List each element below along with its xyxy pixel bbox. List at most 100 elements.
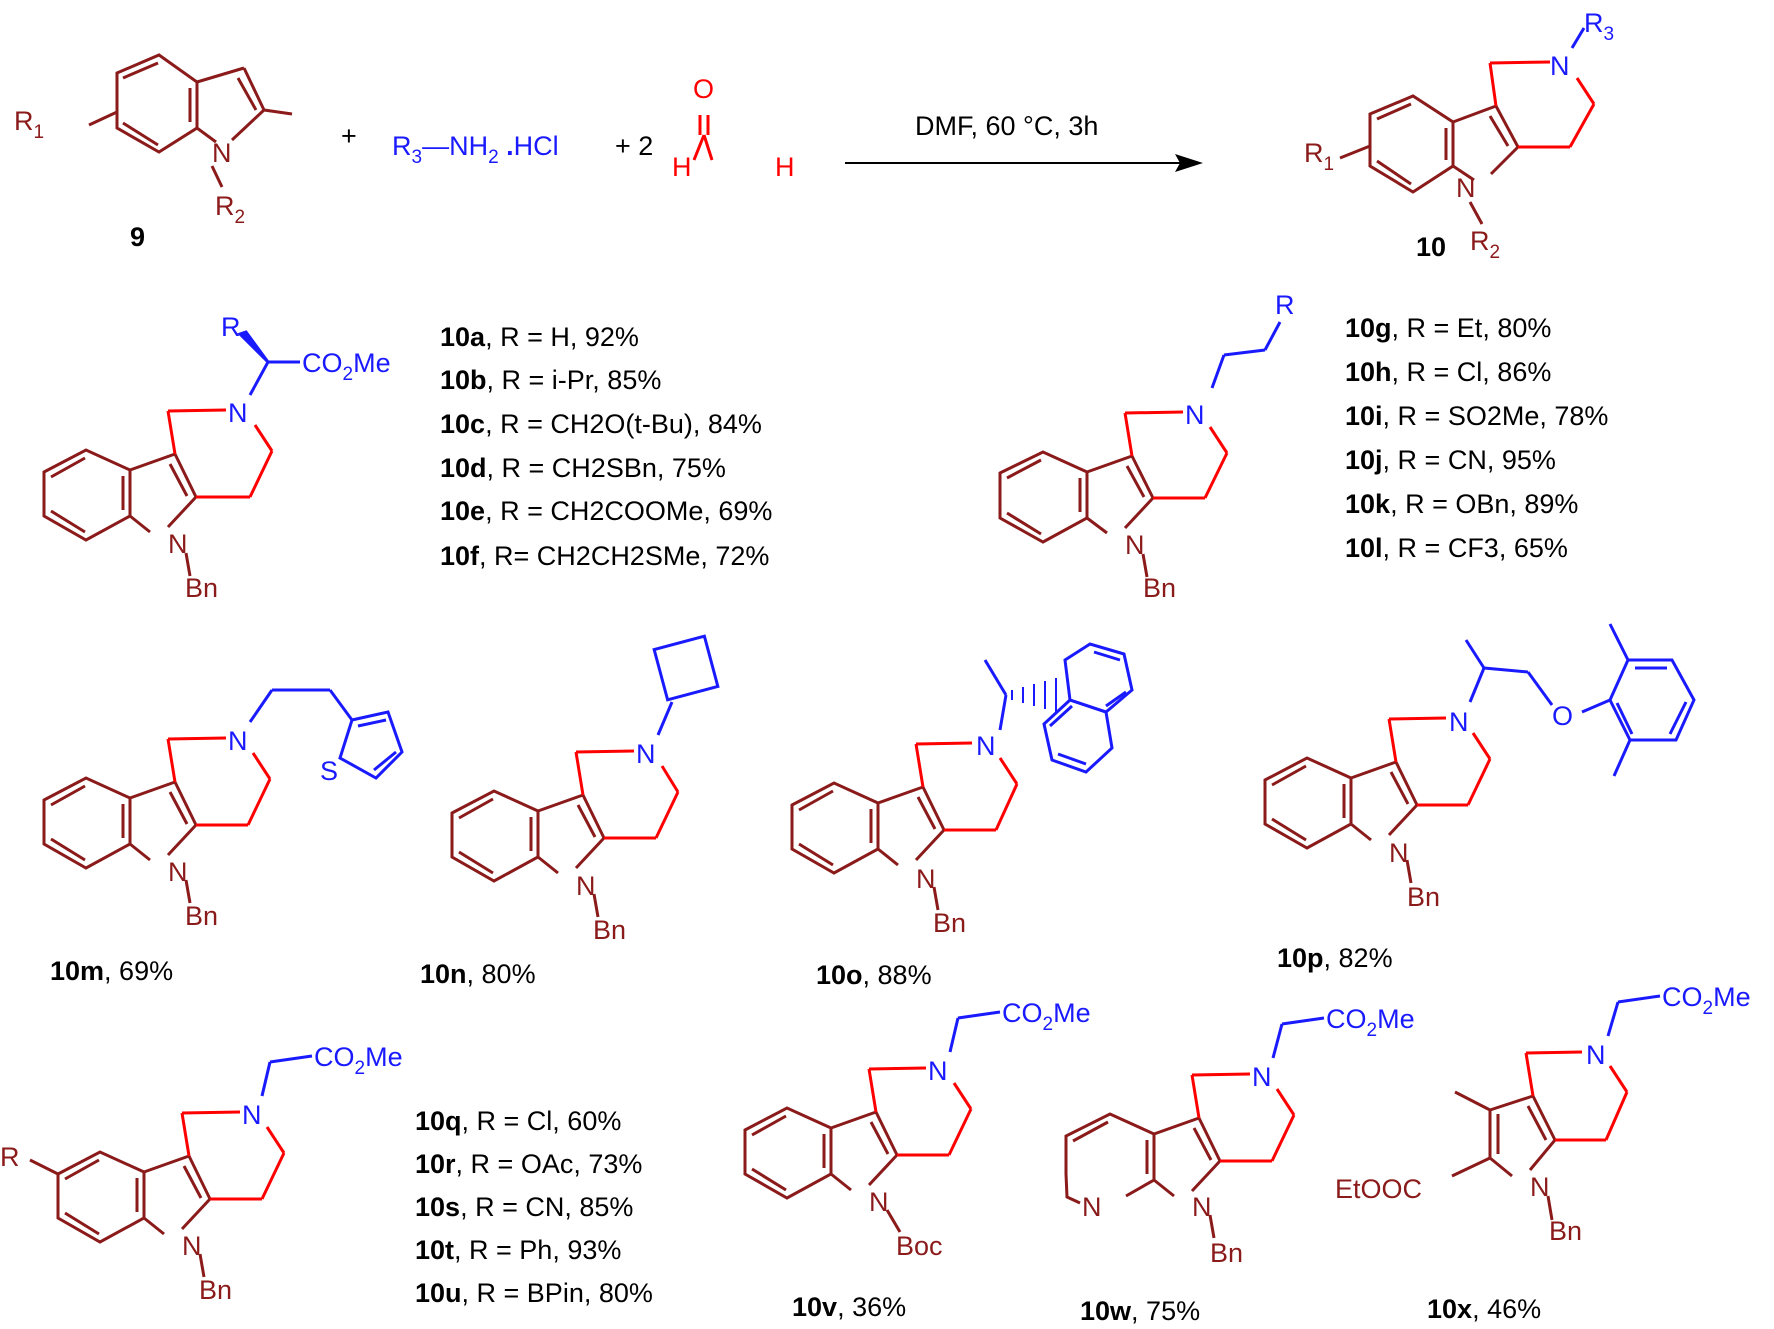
r1-label-9: R1 [14, 106, 44, 143]
amine-reagent: R3—NH2 .HCl [392, 131, 559, 168]
n-atom-10v: N [928, 1056, 948, 1086]
n-indole-10o: N [916, 864, 936, 894]
entry-10e: 10e, R = CH2COOMe, 69% [440, 496, 772, 526]
list-10a-f: 10a, R = H, 92% 10b, R = i-Pr, 85% 10c, … [440, 322, 772, 571]
boc-10v: Boc [896, 1231, 943, 1261]
structure-10a-f [42, 330, 300, 577]
entry-10c: 10c, R = CH2O(t-Bu), 84% [440, 409, 762, 439]
structure-10x [1451, 994, 1661, 1221]
structure-10p [1263, 623, 1696, 884]
list-10g-l: 10g, R = Et, 80% 10h, R = Cl, 86% 10i, R… [1345, 313, 1608, 563]
entry-10q: 10q, R = Cl, 60% [415, 1106, 621, 1136]
ester-10v: CO2Me [1002, 998, 1091, 1035]
n-pyrrole-10x: N [1530, 1172, 1550, 1202]
bn-10a: Bn [185, 573, 218, 603]
list-10q-u: 10q, R = Cl, 60% 10r, R = OAc, 73% 10s, … [415, 1106, 653, 1308]
r-label-10g: R [1275, 290, 1295, 320]
compound-9-structure [88, 53, 293, 188]
ester-10x: CO2Me [1662, 982, 1751, 1019]
n-atom-10a: N [228, 398, 248, 428]
n-atom-10n: N [636, 739, 656, 769]
structure-10v [743, 1010, 1001, 1233]
label-10w: 10w, 75% [1080, 1296, 1200, 1326]
plus-sign-1: + [341, 121, 357, 151]
reaction-arrow [845, 154, 1203, 172]
entry-10r: 10r, R = OAc, 73% [415, 1149, 642, 1179]
n-atom-10q: N [242, 1100, 262, 1130]
r-label-10a: R [221, 312, 241, 342]
entry-10s: 10s, R = CN, 85% [415, 1192, 633, 1222]
n-atom-10g: N [1185, 400, 1205, 430]
label-10x: 10x, 46% [1427, 1294, 1541, 1324]
bn-10x: Bn [1549, 1216, 1582, 1246]
bn-10n: Bn [593, 915, 626, 945]
label-10m: 10m, 69% [50, 956, 173, 986]
compound-10-structure [1339, 27, 1596, 225]
n-atom-10w: N [1252, 1062, 1272, 1092]
structure-10o [790, 642, 1134, 911]
n-indole-10: N [1456, 173, 1476, 203]
n-indole-10q: N [182, 1231, 202, 1261]
n-indole-10v: N [869, 1187, 889, 1217]
bn-10o: Bn [933, 908, 966, 938]
entry-10f: 10f, R= CH2CH2SMe, 72% [440, 541, 769, 571]
bn-10p: Bn [1407, 882, 1440, 912]
entry-10u: 10u, R = BPin, 80% [415, 1278, 653, 1308]
label-10v: 10v, 36% [792, 1292, 906, 1322]
r3-label-10: R3 [1584, 8, 1614, 45]
n-indole-10a: N [168, 529, 188, 559]
reaction-conditions: DMF, 60 °C, 3h [915, 111, 1098, 141]
n-pyridine-10w: N [1082, 1192, 1102, 1222]
n-indole-10n: N [576, 871, 596, 901]
bn-10g: Bn [1143, 573, 1176, 603]
entry-10i: 10i, R = SO2Me, 78% [1345, 401, 1608, 431]
entry-10l: 10l, R = CF3, 65% [1345, 533, 1568, 563]
entry-10b: 10b, R = i-Pr, 85% [440, 365, 661, 395]
bn-10m: Bn [185, 901, 218, 931]
entry-10j: 10j, R = CN, 95% [1345, 445, 1556, 475]
r1-label-10: R1 [1304, 138, 1334, 175]
s-atom-10m: S [320, 756, 338, 786]
formaldehyde-structure [692, 115, 714, 161]
bn-10w: Bn [1210, 1238, 1243, 1268]
structure-10q-u [29, 1054, 313, 1278]
compound-9-label: 9 [130, 222, 145, 252]
r2-label-9: R2 [215, 191, 245, 228]
ester-10q: CO2Me [314, 1042, 403, 1079]
n-atom-10o: N [976, 731, 996, 761]
structure-10w [1064, 1016, 1325, 1239]
label-10p: 10p, 82% [1277, 943, 1393, 973]
compound-10-label: 10 [1416, 232, 1446, 262]
n-atom-10: N [1550, 51, 1570, 81]
formaldehyde-h2: H [775, 152, 795, 182]
entry-10a: 10a, R = H, 92% [440, 322, 639, 352]
structure-10m [42, 688, 404, 904]
n-indole-10g: N [1125, 530, 1145, 560]
entry-10g: 10g, R = Et, 80% [1345, 313, 1551, 343]
label-10n: 10n, 80% [420, 959, 536, 989]
label-10o: 10o, 88% [816, 960, 932, 990]
ester-etooc-10x: EtOOC [1335, 1174, 1422, 1204]
formaldehyde-h1: H [672, 152, 692, 182]
bn-10q: Bn [199, 1275, 232, 1305]
n-atom-10m: N [228, 726, 248, 756]
n-atom-9: N [212, 138, 232, 168]
n-indole-10m: N [168, 857, 188, 887]
entry-10d: 10d, R = CH2SBn, 75% [440, 453, 726, 483]
entry-10h: 10h, R = Cl, 86% [1345, 357, 1551, 387]
ester-10w: CO2Me [1326, 1004, 1415, 1041]
r-label-10q: R [0, 1142, 20, 1172]
n-atom-10p: N [1449, 707, 1469, 737]
r2-label-10: R2 [1470, 226, 1500, 263]
ester-10a: CO2Me [302, 348, 391, 385]
entry-10t: 10t, R = Ph, 93% [415, 1235, 621, 1265]
o-atom-10p: O [1552, 701, 1573, 731]
plus-two: + 2 [615, 131, 653, 161]
structure-10n [450, 634, 720, 918]
n-indole-10p: N [1389, 838, 1409, 868]
structure-10g-l [998, 321, 1282, 578]
n-indole-10w: N [1192, 1192, 1212, 1222]
n-atom-10x: N [1586, 1040, 1606, 1070]
entry-10k: 10k, R = OBn, 89% [1345, 489, 1578, 519]
